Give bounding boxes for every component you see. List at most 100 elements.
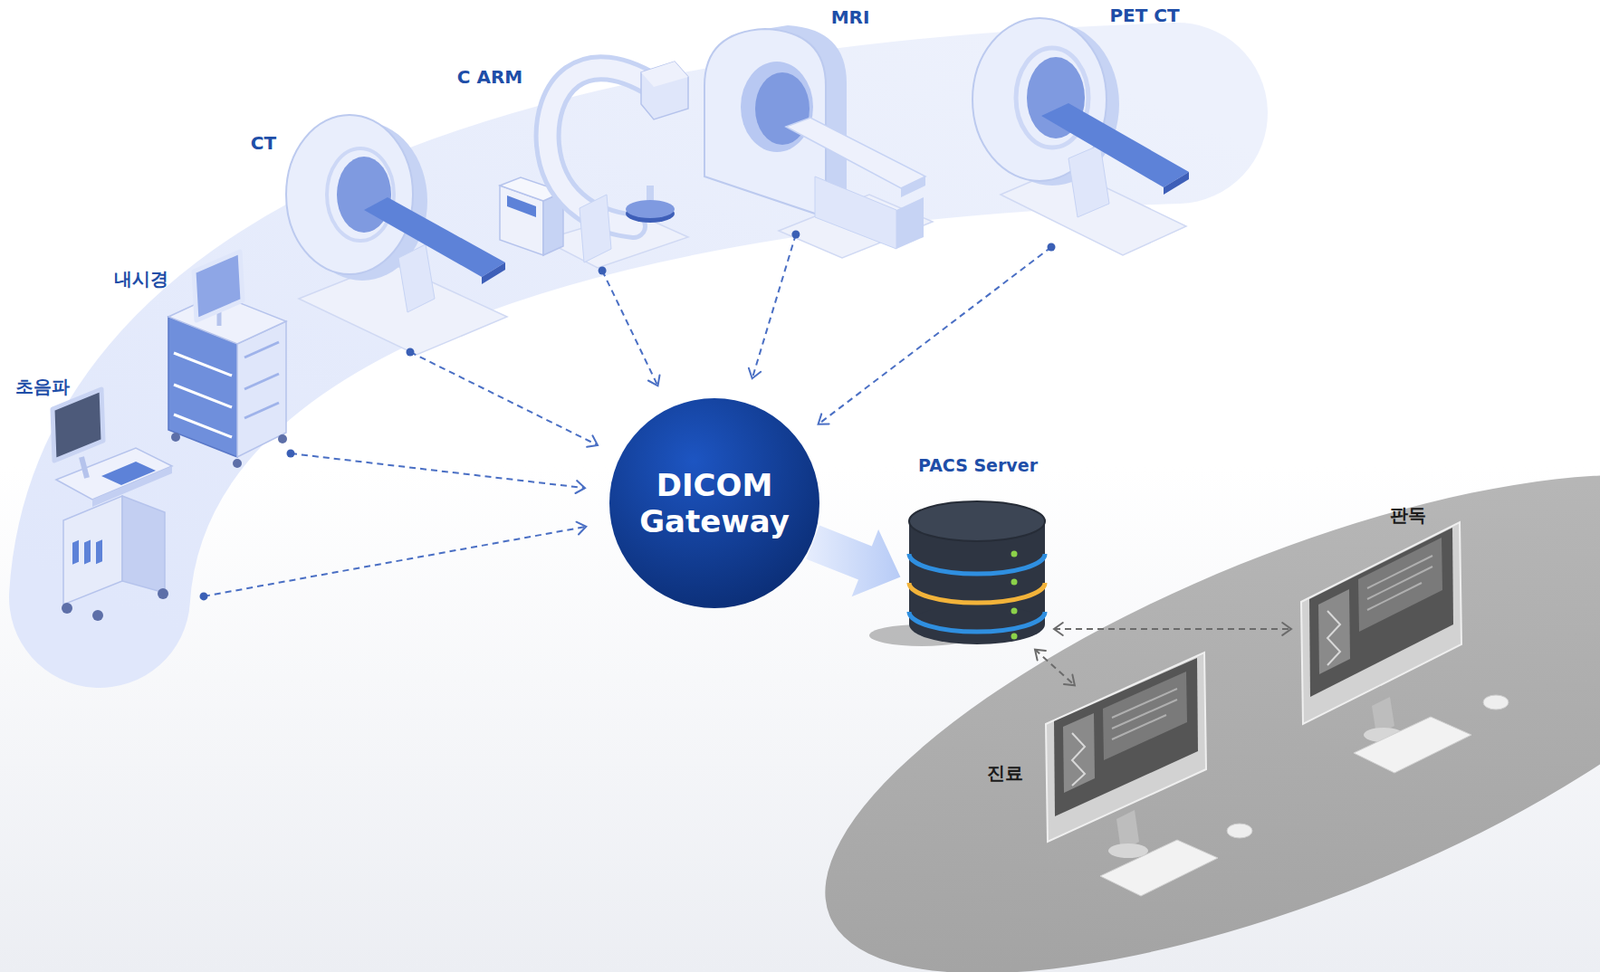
ct-illustration-part xyxy=(364,197,506,278)
ct-illustration-part xyxy=(298,262,508,355)
c-arm-illustration-part xyxy=(641,61,689,120)
endoscope-illustration-part xyxy=(277,434,288,444)
device-label: MRI xyxy=(831,7,871,29)
endoscope-device: 내시경 xyxy=(108,262,291,467)
pet-ct-illustration-part xyxy=(1068,144,1110,218)
ultrasound-illustration-part xyxy=(92,610,104,622)
endoscope-illustration-part xyxy=(171,432,181,442)
block-arrow-shape xyxy=(805,526,901,598)
device-label: 내시경 xyxy=(114,268,169,290)
connector-line xyxy=(752,234,796,379)
device-label: CT xyxy=(250,133,277,154)
endoscope-illustration-part xyxy=(173,414,232,438)
server-illustration-part xyxy=(869,624,975,647)
c-arm-illustration-part xyxy=(547,67,662,227)
endoscope-illustration-part xyxy=(168,316,238,458)
c-arm-illustration-part xyxy=(499,177,564,202)
arrow-head xyxy=(586,435,598,448)
c-arm-illustration-part xyxy=(547,67,662,227)
workstation-node: 판독 xyxy=(1294,498,1472,738)
mri-device: MRI xyxy=(697,5,929,235)
reading-workstation-part xyxy=(1358,537,1443,633)
endoscope-illustration xyxy=(168,251,288,469)
reading-workstation-part xyxy=(1367,566,1433,600)
device-label: PET CT xyxy=(1109,5,1179,27)
arrow-head xyxy=(1034,650,1046,662)
clinic-workstation-part xyxy=(1045,652,1207,843)
mri-illustration xyxy=(704,25,933,259)
ultrasound-illustration-part xyxy=(122,496,165,594)
pet-ct-illustration-part xyxy=(1163,172,1189,195)
arrow-head xyxy=(576,522,587,536)
gateway-circle: DICOM Gateway xyxy=(608,397,821,610)
arrow-head xyxy=(1063,675,1075,687)
ultrasound-illustration-part xyxy=(92,466,173,508)
reading-workstation-part xyxy=(1353,717,1472,774)
mri-illustration-part xyxy=(740,61,814,153)
ct-illustration-part xyxy=(286,114,413,275)
gateway-fill xyxy=(609,398,820,609)
ct-illustration xyxy=(286,114,508,355)
pet-ct-illustration-part xyxy=(1041,103,1189,188)
clinic-workstation-part xyxy=(1116,810,1140,852)
server-illustration-part xyxy=(909,583,1045,604)
dashed-arrow xyxy=(287,450,586,494)
c-arm-illustration-part xyxy=(625,204,675,223)
c-arm-illustration xyxy=(499,61,689,269)
arrow-head xyxy=(575,480,586,494)
start-dot xyxy=(598,267,607,276)
workstation-ground xyxy=(765,373,1600,972)
c-arm-illustration-part xyxy=(579,194,612,263)
ultrasound-illustration-part xyxy=(84,540,91,566)
server-node: PACS Server xyxy=(905,452,1051,648)
clinic-workstation-part xyxy=(1226,823,1253,839)
server-label: PACS Server xyxy=(918,456,1038,477)
c-arm-illustration-part xyxy=(543,191,564,256)
arrow-head xyxy=(1053,622,1064,636)
workstation-node: 진료 xyxy=(977,688,1209,915)
server-illustration-part xyxy=(909,501,1045,542)
mri-illustration-part xyxy=(755,72,810,145)
connector-line xyxy=(818,247,1052,425)
reading-workstation-part xyxy=(1327,611,1341,666)
ct-illustration-part xyxy=(481,262,506,285)
ct-illustration-part xyxy=(336,156,392,233)
arrow-head xyxy=(748,368,761,379)
endoscope-illustration-part xyxy=(217,307,222,326)
dashed-arrow xyxy=(598,267,661,387)
reading-workstation-part xyxy=(1301,522,1462,725)
dashed-arrow xyxy=(748,230,800,380)
server-illustration-part xyxy=(909,554,1045,575)
server-illustration-part xyxy=(1011,579,1018,586)
start-dot xyxy=(200,592,209,601)
server-illustration-part xyxy=(909,521,1045,625)
pet-ct-illustration-part xyxy=(1000,167,1187,256)
endoscope-illustration-part xyxy=(168,294,287,345)
mri-illustration-part xyxy=(765,25,847,218)
connector-line xyxy=(290,453,585,489)
c-arm-illustration-part xyxy=(646,185,654,207)
pet-ct-illustration xyxy=(972,18,1189,256)
ultrasound-illustration-part xyxy=(157,588,169,600)
clinic-workstation-part xyxy=(1111,715,1167,740)
clinic-workstation-part xyxy=(1053,658,1198,817)
dashed-arrow xyxy=(818,243,1056,425)
mri-illustration-part xyxy=(785,117,926,189)
endoscope-illustration-part xyxy=(244,373,279,390)
device-label: 판독 xyxy=(1389,505,1427,527)
device-label: 초음파 xyxy=(15,376,70,398)
clinic-workstation-part xyxy=(1102,671,1188,761)
mri-illustration-part xyxy=(778,194,933,259)
ct-illustration-part xyxy=(398,244,435,313)
arrow-head xyxy=(648,375,661,387)
pet-ct-illustration-part xyxy=(972,18,1107,182)
ultrasound-illustration-part xyxy=(61,603,73,614)
endoscope-illustration-part xyxy=(244,402,279,419)
reading-workstation-part xyxy=(1367,583,1422,611)
endoscope-illustration-part xyxy=(237,321,287,458)
reading-workstation-part xyxy=(1367,555,1433,589)
start-dot xyxy=(1047,243,1056,252)
device-label: 진료 xyxy=(986,763,1024,785)
mri-illustration-part xyxy=(814,176,897,250)
